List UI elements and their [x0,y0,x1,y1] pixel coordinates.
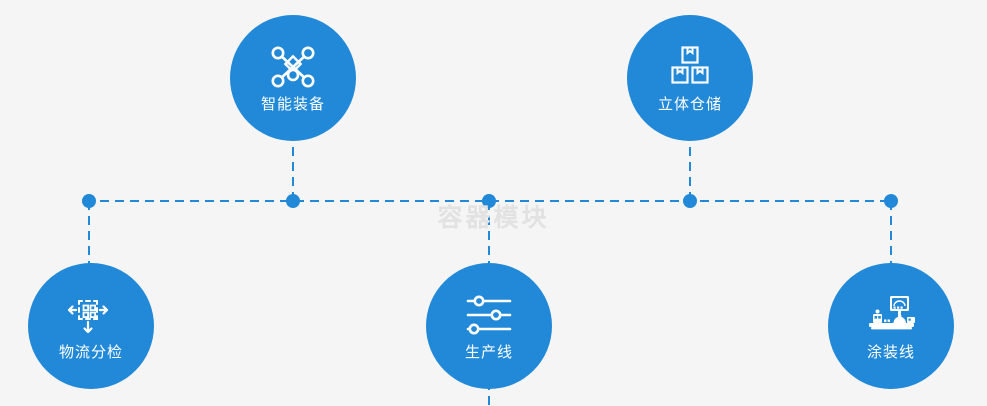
factory-line-icon [865,292,917,338]
node-logistics-sorting[interactable]: 物流分检 [28,263,154,389]
sorting-arrows-icon [65,292,117,338]
junction-dot[interactable] [286,194,300,208]
node-stereo-warehouse[interactable]: 立体仓储 [627,15,753,141]
node-production-line[interactable]: 生产线 [426,263,552,389]
node-label: 涂装线 [866,344,915,361]
junction-dot[interactable] [82,194,96,208]
sliders-icon [463,292,515,338]
node-smart-equipment[interactable]: 智能装备 [230,15,356,141]
stacked-boxes-icon [664,44,716,90]
junction-dot[interactable] [482,194,496,208]
node-label: 智能装备 [260,96,325,113]
node-label: 物流分检 [58,344,123,361]
junction-dot[interactable] [884,194,898,208]
junction-dot[interactable] [683,194,697,208]
node-painting-line[interactable]: 涂装线 [828,263,954,389]
node-label: 生产线 [464,344,513,361]
node-label: 立体仓储 [657,96,722,113]
network-nodes-icon [267,44,319,90]
